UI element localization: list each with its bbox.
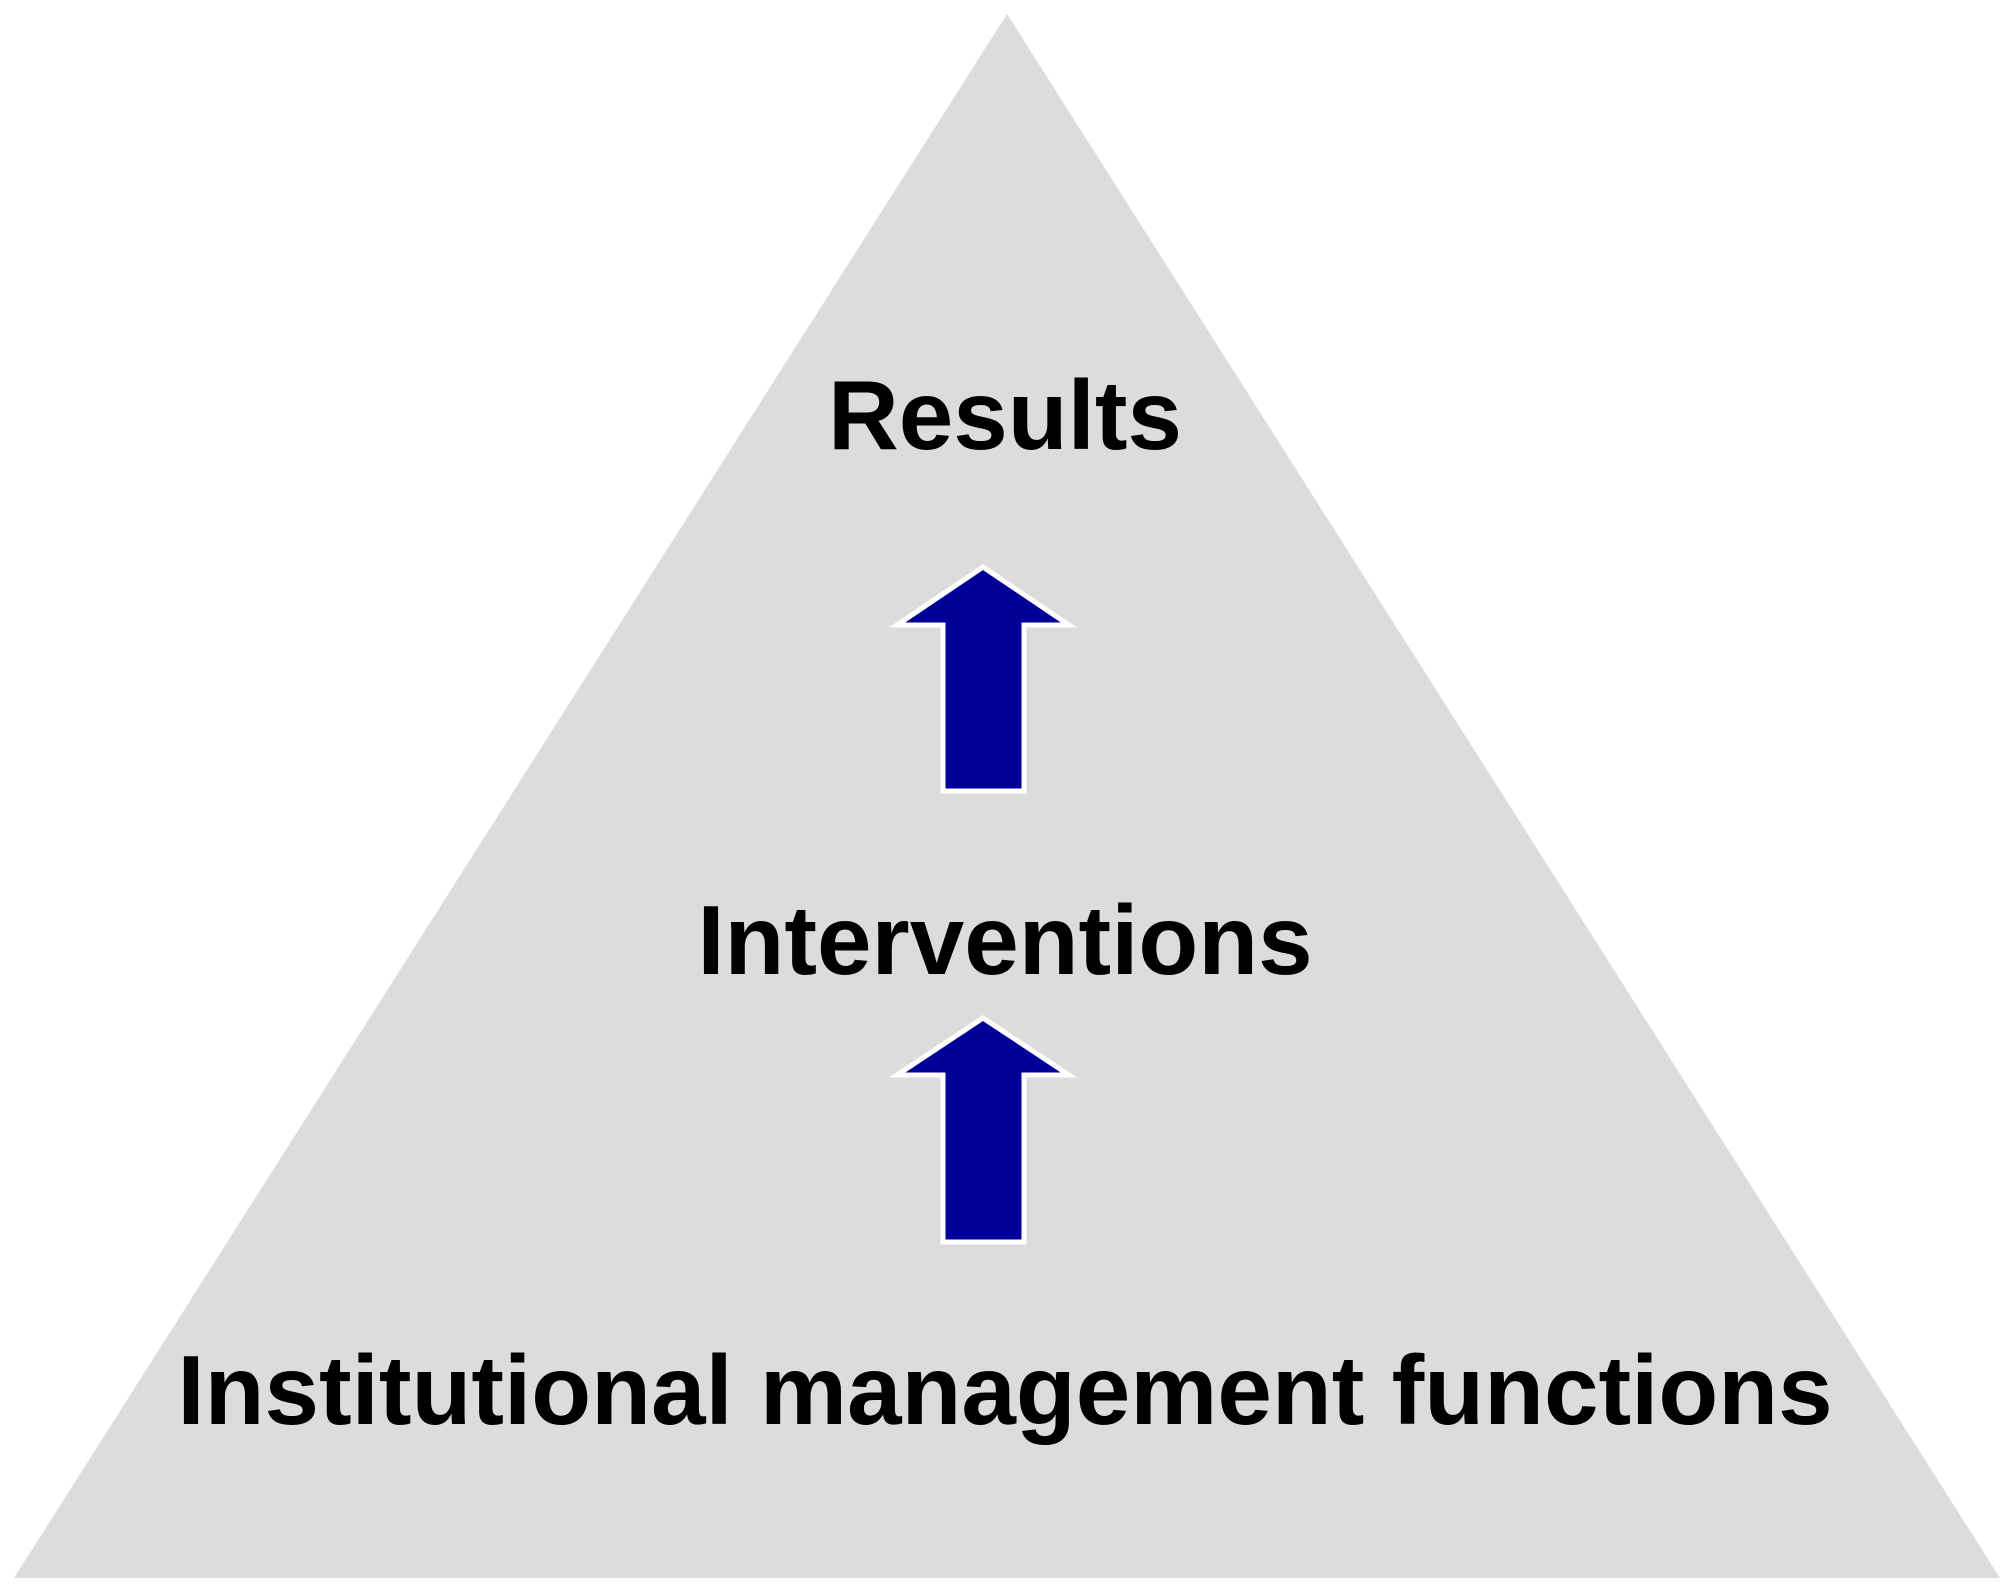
arrow-up-icon	[888, 563, 1078, 794]
pyramid-triangle	[14, 14, 2000, 1578]
arrow-up-icon	[888, 1015, 1078, 1245]
level-bottom-label: Institutional management functions	[177, 1335, 1832, 1445]
level-top-label: Results	[828, 360, 1182, 470]
level-middle-label: Interventions	[697, 885, 1312, 995]
